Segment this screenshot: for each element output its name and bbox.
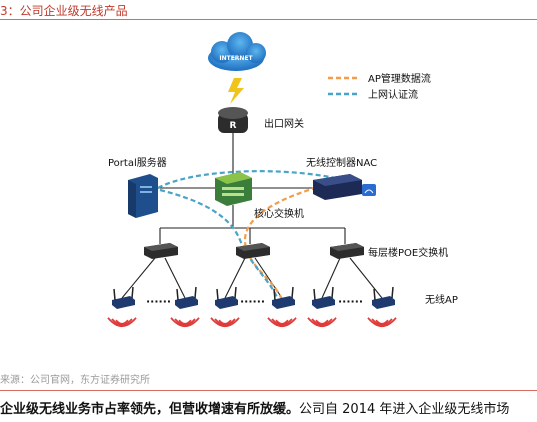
core-switch-icon [215, 172, 252, 206]
wifi-signal-icon [367, 317, 397, 328]
auth-flow-path-2 [159, 188, 280, 301]
body-text: 企业级无线业务市占率领先，但营收增速有所放缓。公司自 2014 年进入企业级无线… [0, 398, 509, 417]
wifi-signal-icon [210, 317, 240, 328]
ap-flow-path [243, 180, 341, 301]
body-bold: 企业级无线业务市占率领先，但营收增速有所放缓。 [0, 402, 300, 417]
legend: AP管理数据流 上网认证流 [328, 72, 431, 101]
wireless-ap-group [107, 286, 397, 328]
svg-text:R: R [230, 121, 237, 131]
ap-dots-2: ······ [240, 295, 265, 308]
wifi-signal-icon [267, 317, 297, 328]
legend-auth-flow: 上网认证流 [368, 88, 418, 101]
lightning-icon [228, 78, 244, 104]
body-divider [0, 390, 537, 391]
portal-server-icon [128, 174, 158, 218]
egress-gateway-label: 出口网关 [264, 117, 304, 130]
wireless-ap-icon [215, 286, 238, 309]
wireless-controller-label: 无线控制器NAC [306, 156, 377, 169]
internet-cloud-icon: INTERNET [208, 32, 266, 71]
wifi-signal-icon [307, 317, 337, 328]
wireless-ap-icon [372, 286, 395, 309]
wireless-ap-icon [112, 286, 135, 309]
ap-dots-3: ······ [338, 295, 363, 308]
wifi-signal-icon [170, 317, 200, 328]
wireless-ap-icon [312, 286, 335, 309]
source-note: 来源：公司官网，东方证券研究所 [0, 375, 150, 386]
poe-switch-2-icon [236, 243, 270, 259]
auth-flow-path [157, 170, 346, 189]
ap-dots-1: ······ [146, 295, 171, 308]
core-switch-label: 核心交换机 [254, 207, 304, 220]
legend-ap-flow: AP管理数据流 [368, 72, 431, 85]
network-links [121, 133, 383, 299]
poe-switch-3-icon [330, 243, 364, 259]
network-diagram: INTERNET R 出口网关 AP管理数据流 上网认证流 [107, 32, 458, 328]
wifi-signal-icon [107, 317, 137, 328]
wireless-ap-icon [175, 286, 198, 309]
wireless-ap-icon [272, 286, 295, 309]
figure-caption: 3：公司企业级无线产品 [0, 4, 128, 18]
router-icon: R [218, 107, 248, 133]
wireless-ap-label: 无线AP [425, 293, 458, 306]
portal-server-label: Portal服务器 [108, 156, 167, 169]
wireless-controller-icon [313, 174, 376, 200]
body-normal: 公司自 2014 年进入企业级无线市场 [299, 402, 510, 417]
poe-switch-1-icon [144, 243, 178, 259]
floor-poe-switch-label: 每层楼POE交换机 [368, 246, 448, 259]
caption-divider [0, 19, 537, 20]
internet-label: INTERNET [219, 55, 253, 62]
